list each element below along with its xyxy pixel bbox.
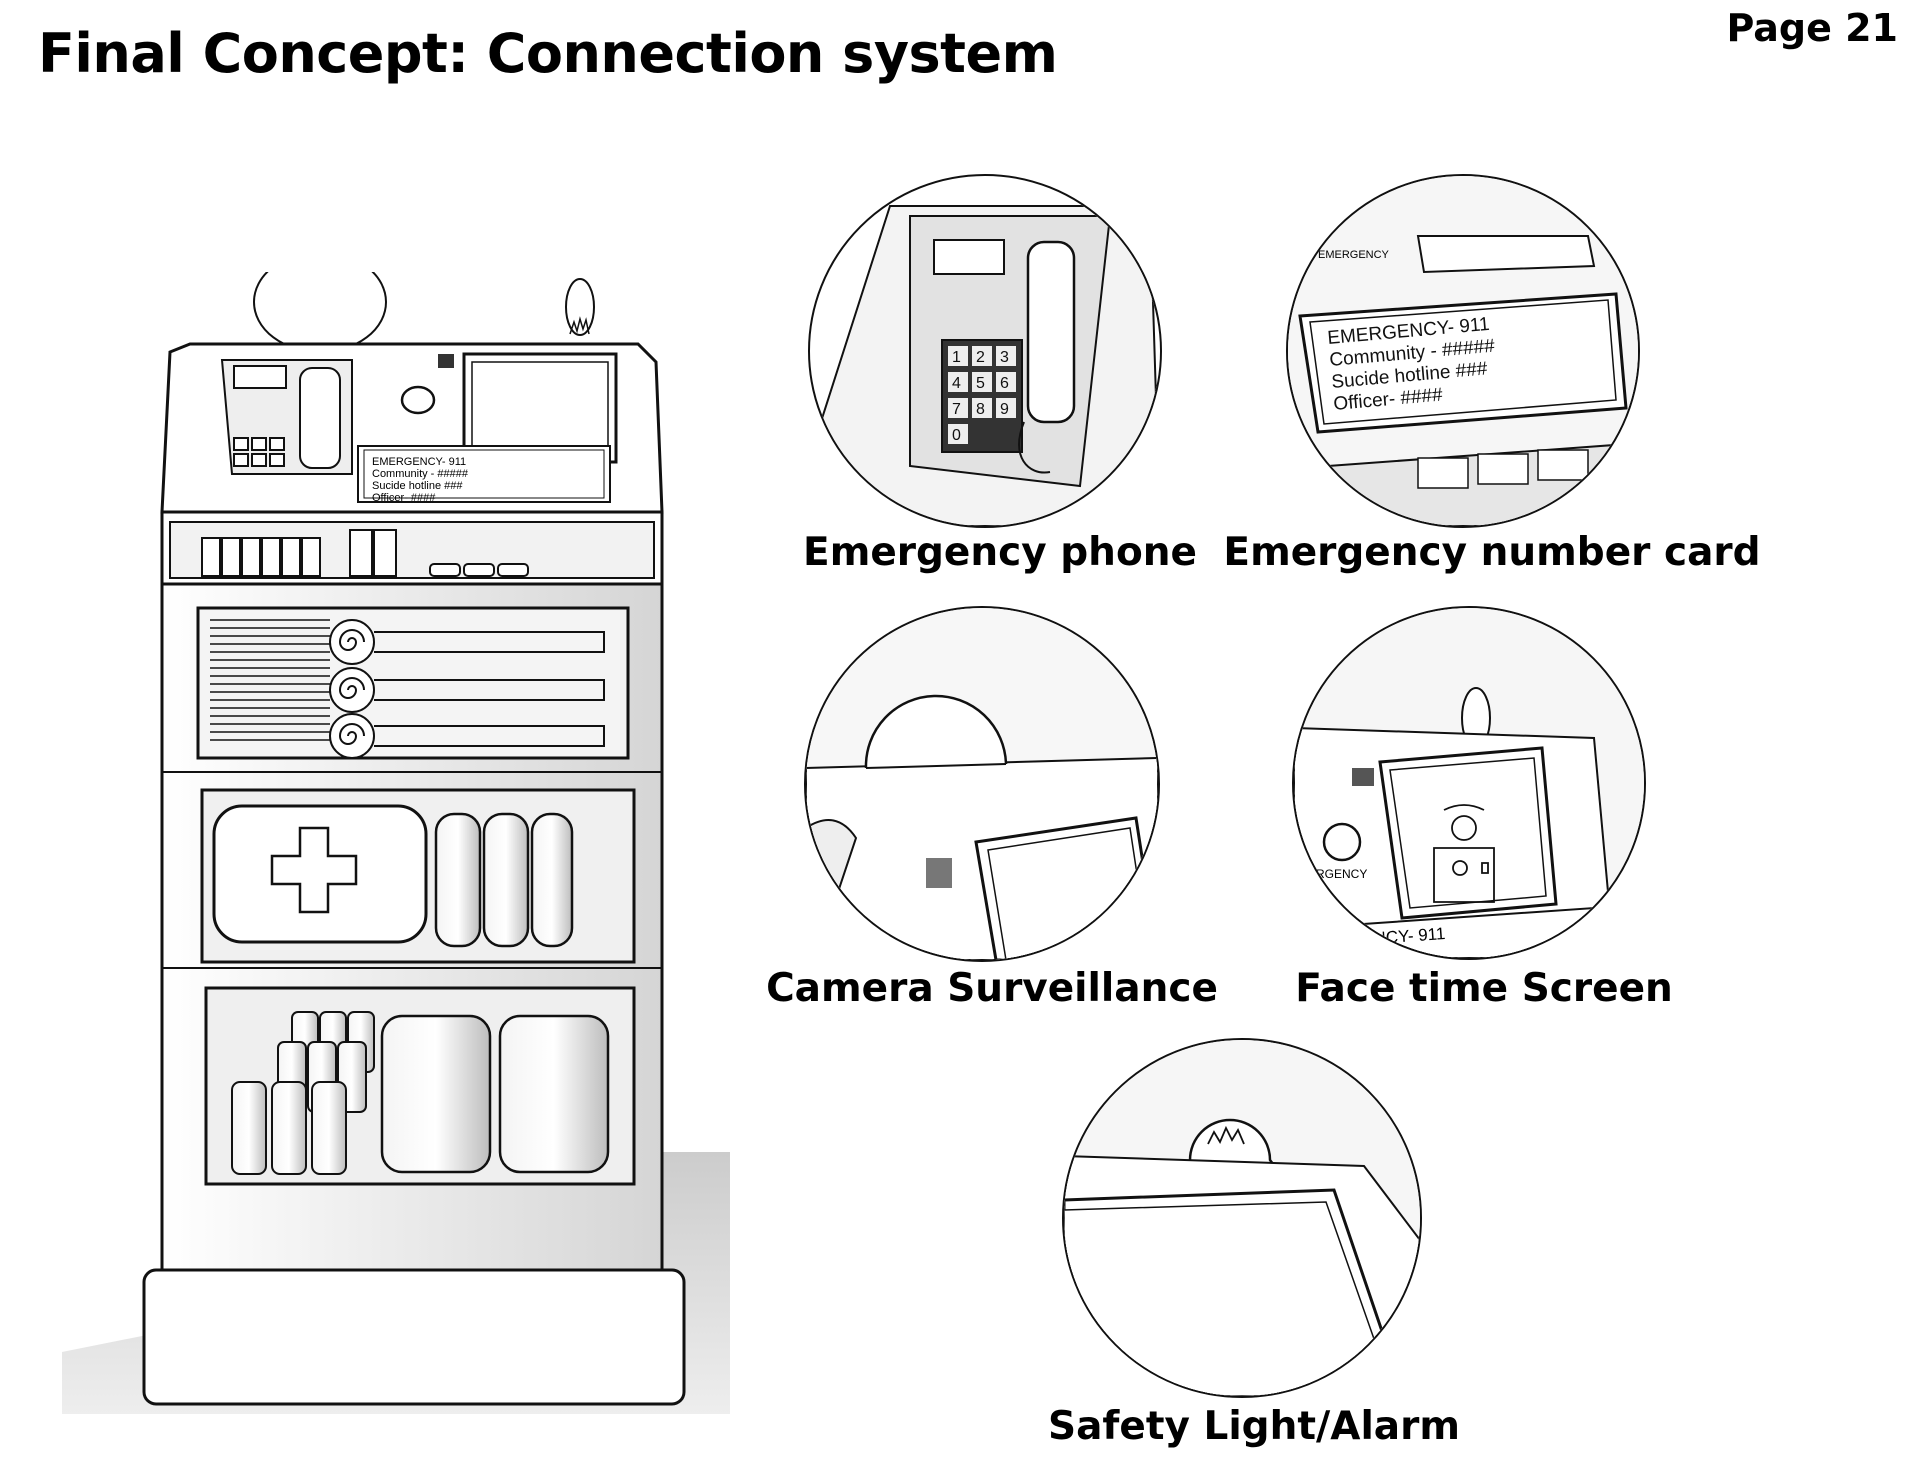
page-title: Final Concept: Connection system	[38, 22, 1058, 85]
caption-emergency-phone: Emergency phone	[803, 530, 1197, 575]
detail-face-time-screen: ERGENCY NCY- 911	[1292, 606, 1646, 960]
phone-key-4: 4	[952, 375, 961, 392]
page-number: Page 21	[1726, 6, 1898, 50]
phone-key-1: 1	[952, 349, 961, 366]
detail-camera-surveillance	[804, 606, 1160, 962]
caption-emergency-number-card: Emergency number card	[1223, 530, 1761, 575]
detail-emergency-phone: 1 2 3 4 5 6 7 8 9 0	[808, 174, 1162, 528]
detail-safety-light-alarm	[1062, 1038, 1422, 1398]
phone-key-8: 8	[976, 401, 985, 418]
kiosk-card-line-3: Sucide hotline ###	[372, 480, 463, 492]
kiosk-card-line-1: EMERGENCY- 911	[372, 456, 466, 468]
phone-key-0: 0	[952, 427, 961, 444]
kiosk-illustration: EMERGENCY- 911 Community - ##### Sucide …	[62, 272, 730, 1414]
phone-key-7: 7	[952, 401, 961, 418]
facetime-detail-label: ERGENCY	[1308, 867, 1367, 881]
detail-emergency-number-card: EMERGENCY EMERGENCY- 911 Community - ###…	[1286, 174, 1640, 528]
caption-camera-surveillance: Camera Surveillance	[766, 966, 1218, 1011]
phone-key-2: 2	[976, 349, 985, 366]
card-detail-label: EMERGENCY	[1318, 249, 1390, 261]
phone-key-3: 3	[1000, 349, 1009, 366]
phone-key-5: 5	[976, 375, 985, 392]
phone-key-9: 9	[1000, 401, 1009, 418]
phone-key-6: 6	[1000, 375, 1009, 392]
kiosk-card-line-2: Community - #####	[372, 468, 469, 480]
kiosk-card-line-4: Officer- ####	[372, 492, 436, 504]
caption-face-time-screen: Face time Screen	[1295, 966, 1673, 1011]
caption-safety-light-alarm: Safety Light/Alarm	[1048, 1404, 1460, 1449]
